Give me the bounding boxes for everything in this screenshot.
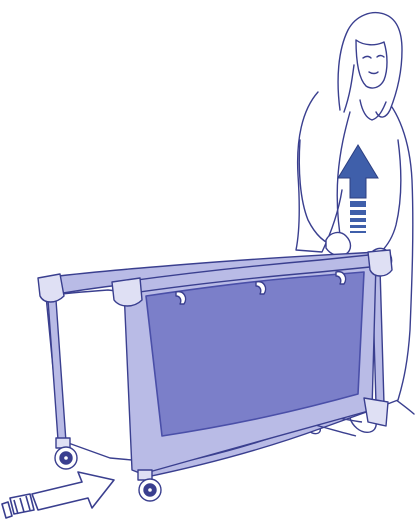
up-arrow-head	[338, 145, 378, 198]
up-arrow-stripe-5	[350, 231, 366, 233]
cot-corner-left-front	[112, 278, 142, 306]
push-arrow-body	[32, 472, 114, 510]
cot-corner-right-front	[368, 250, 392, 276]
up-arrow-stripe-3	[350, 218, 366, 222]
lift-up-arrow	[338, 145, 378, 233]
cot-corner-bottom-right	[364, 398, 388, 426]
up-arrow-stripe-2	[350, 210, 366, 215]
cot-corner-left-back	[38, 274, 64, 302]
up-arrow-stripe-1	[350, 201, 366, 207]
push-right-arrow	[2, 472, 114, 518]
up-arrow-stripe-4	[350, 225, 366, 228]
travel-cot	[38, 250, 392, 501]
woman-hand-left	[326, 233, 351, 256]
